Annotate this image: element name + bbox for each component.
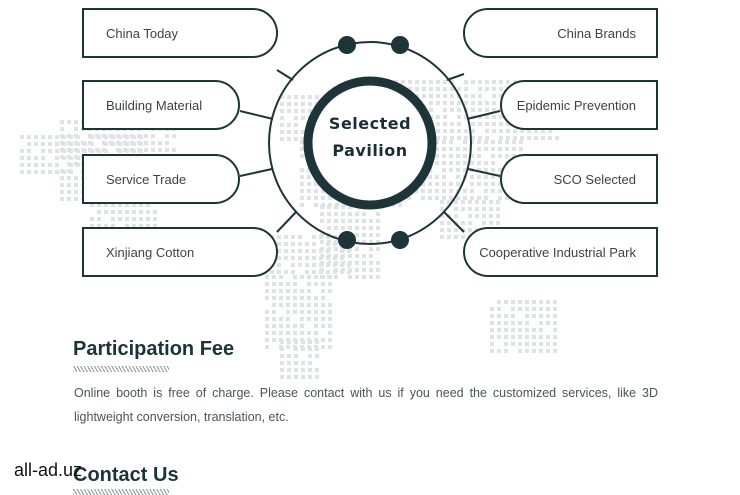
pavilion-item-service-trade[interactable]: Service Trade [82, 154, 240, 204]
participation-fee-text: Online booth is free of charge. Please c… [74, 386, 658, 424]
pavilion-item-epidemic-prevention[interactable]: Epidemic Prevention [500, 80, 658, 130]
watermark-text: all-ad.uz [14, 460, 83, 480]
contact-us-title: Contact Us [73, 464, 179, 486]
pavilion-item-label: China Today [106, 25, 179, 41]
pavilion-item-label: Service Trade [106, 171, 187, 187]
pavilion-item-china-brands[interactable]: China Brands [463, 8, 658, 58]
title-underline [73, 489, 169, 495]
pavilion-item-label: China Brands [557, 25, 636, 41]
selected-pavilion-label: Selected Pavilion [300, 110, 440, 164]
pavilion-item-xinjiang-cotton[interactable]: Xinjiang Cotton [82, 227, 278, 277]
pavilion-item-china-today[interactable]: China Today [82, 8, 278, 58]
pavilion-item-label: Xinjiang Cotton [106, 244, 195, 260]
pavilion-item-label: Building Material [106, 97, 203, 113]
pavilion-item-cooperative-industrial-park[interactable]: Cooperative Industrial Park [463, 227, 658, 277]
pavilion-item-label: SCO Selected [553, 171, 636, 187]
pavilion-item-building-material[interactable]: Building Material [82, 80, 240, 130]
title-underline [73, 366, 169, 372]
participation-fee-title: Participation Fee [73, 338, 235, 360]
center-label-line1: Selected [328, 114, 412, 133]
pavilion-item-label: Cooperative Industrial Park [479, 244, 636, 260]
center-label-line2: Pavilion [332, 141, 408, 160]
pavilion-item-sco-selected[interactable]: SCO Selected [500, 154, 658, 204]
pavilion-item-label: Epidemic Prevention [516, 97, 636, 113]
